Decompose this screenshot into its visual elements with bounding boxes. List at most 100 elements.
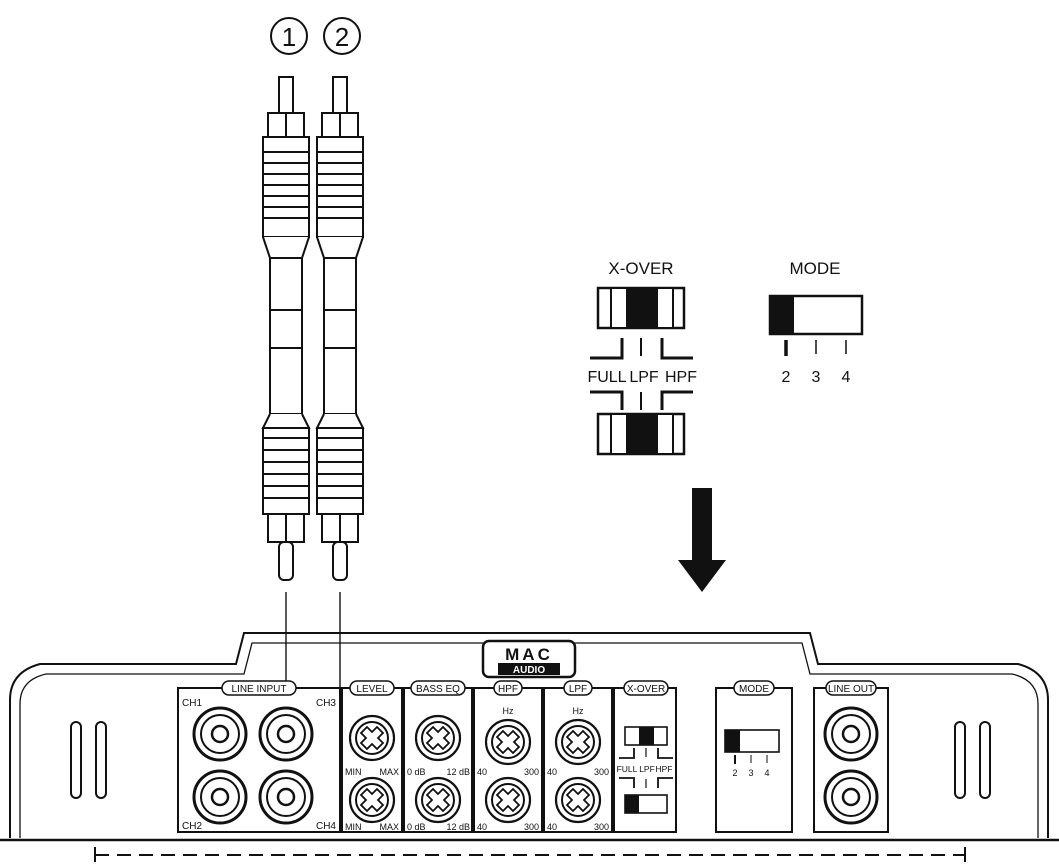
callout-2-number: 2 [335, 22, 349, 52]
rca-plug-top-pin [332, 76, 348, 114]
hpf-max-bottom: 300 [524, 822, 539, 832]
down-arrow-icon [678, 488, 726, 592]
lpf-min-top: 40 [547, 767, 557, 777]
lpf-knob-bottom-icon[interactable] [554, 776, 602, 824]
lpf-min-bottom: 40 [547, 822, 557, 832]
xover-label-full: FULL [587, 369, 626, 386]
bass-eq-min-top: 0 dB [407, 767, 426, 777]
mode-slider [770, 296, 794, 334]
ch1-label: CH1 [182, 698, 202, 709]
xover-panel-lpf: LPF [639, 764, 655, 774]
xover-panel-label: X-OVER [627, 684, 665, 695]
level-min-top: MIN [345, 767, 362, 777]
bass-eq-max-bottom: 12 dB [446, 822, 470, 832]
level-section: LEVEL MIN MAX MIN MAX [341, 680, 403, 833]
line-input-label: LINE INPUT [231, 684, 286, 695]
rca-cable-2 [289, 76, 365, 799]
bass-eq-section: BASS EQ 0 dB 12 dB 0 dB 12 dB [403, 680, 473, 833]
ch2-jack-icon[interactable] [192, 769, 248, 825]
mode-detail: MODE 2 3 4 [768, 259, 864, 386]
level-knob-bottom-icon[interactable] [348, 776, 396, 824]
line-out-jack-top-icon[interactable] [823, 706, 879, 762]
mode-label-3: 3 [812, 369, 821, 386]
callout-2: 2 [323, 17, 361, 55]
xover-detail-title: X-OVER [608, 259, 673, 278]
hpf-unit: Hz [503, 706, 514, 716]
bass-eq-min-bottom: 0 dB [407, 822, 426, 832]
xover-slider-bottom [627, 414, 657, 454]
ch1-jack-icon[interactable] [192, 706, 248, 762]
mounting-slots-right [954, 721, 991, 799]
rca-cable-1 [261, 76, 311, 735]
callout-1-number: 1 [282, 22, 296, 52]
rca-cable-segment [323, 257, 357, 311]
callout-1: 1 [270, 17, 308, 55]
rca-plug-bottom-pin [332, 541, 348, 581]
xover-label-hpf: HPF [665, 369, 697, 386]
mode-section: MODE 2 3 4 [715, 680, 793, 833]
rca-plug-top-body [262, 136, 310, 238]
rca-plug-bottom-body [316, 427, 364, 515]
hpf-knob-bottom-icon[interactable] [484, 776, 532, 824]
ch3-label: CH3 [316, 698, 336, 709]
logo-audio: AUDIO [513, 665, 545, 676]
rca-cable-segment [269, 309, 303, 349]
rca-cable-segment [323, 309, 357, 349]
line-out-jack-bottom-icon[interactable] [823, 769, 879, 825]
hpf-label: HPF [498, 684, 518, 695]
xover-section: X-OVER FULL LPF HPF [613, 680, 677, 833]
mode-panel-label: MODE [739, 684, 769, 695]
level-min-bottom: MIN [345, 822, 362, 832]
level-max-bottom: MAX [379, 822, 399, 832]
ch3-jack-icon[interactable] [258, 706, 314, 762]
mode-detail-title: MODE [790, 259, 841, 278]
mode-label-2: 2 [782, 369, 791, 386]
mac-audio-logo: MAC AUDIO [481, 639, 577, 679]
rca-plug-top-pin [278, 76, 294, 114]
lpf-unit: Hz [573, 706, 584, 716]
ch4-jack-icon[interactable] [258, 769, 314, 825]
mode-panel-2: 2 [732, 768, 737, 778]
line-out-section: LINE OUT [813, 680, 889, 833]
rca-plug-bottom-body [262, 427, 310, 515]
rca-cable-segment [269, 347, 303, 415]
rca-cable-segment [269, 257, 303, 311]
hpf-knob-top-icon[interactable] [484, 718, 532, 766]
xover-label-lpf: LPF [629, 369, 659, 386]
bass-eq-knob-bottom-icon[interactable] [414, 776, 462, 824]
callout-2-circle [323, 17, 361, 55]
bass-eq-label: BASS EQ [416, 684, 460, 695]
level-max-top: MAX [379, 767, 399, 777]
xover-panel-hpf: HPF [656, 764, 673, 774]
mode-panel-4: 4 [764, 768, 769, 778]
bass-eq-max-top: 12 dB [446, 767, 470, 777]
lpf-label: LPF [569, 684, 587, 695]
lpf-max-bottom: 300 [594, 822, 609, 832]
mode-panel-3: 3 [748, 768, 753, 778]
level-label: LEVEL [356, 684, 388, 695]
hpf-min-bottom: 40 [477, 822, 487, 832]
rca-plug-bottom-pin [278, 541, 294, 581]
line-input-section: LINE INPUT CH1 CH3 CH2 CH4 [177, 680, 341, 833]
lpf-section: LPF Hz 40 300 40 300 [543, 680, 613, 833]
xover-detail: X-OVER FULL LPF HPF [587, 259, 697, 456]
ch4-label: CH4 [316, 821, 336, 832]
level-knob-top-icon[interactable] [348, 714, 396, 762]
logo-mac: MAC [505, 645, 553, 664]
mounting-slots-left [70, 721, 107, 799]
ch2-label: CH2 [182, 821, 202, 832]
rca-plug-top-body [316, 136, 364, 238]
xover-panel-full: FULL [617, 764, 638, 774]
lpf-max-top: 300 [594, 767, 609, 777]
hpf-min-top: 40 [477, 767, 487, 777]
callout-1-circle [270, 17, 308, 55]
mode-label-4: 4 [842, 369, 851, 386]
rca-cable-segment [323, 347, 357, 415]
line-out-label: LINE OUT [828, 684, 874, 695]
bass-eq-knob-top-icon[interactable] [414, 714, 462, 762]
hpf-section: HPF Hz 40 300 40 300 [473, 680, 543, 833]
xover-slider-top [627, 288, 657, 328]
lpf-knob-top-icon[interactable] [554, 718, 602, 766]
hpf-max-top: 300 [524, 767, 539, 777]
